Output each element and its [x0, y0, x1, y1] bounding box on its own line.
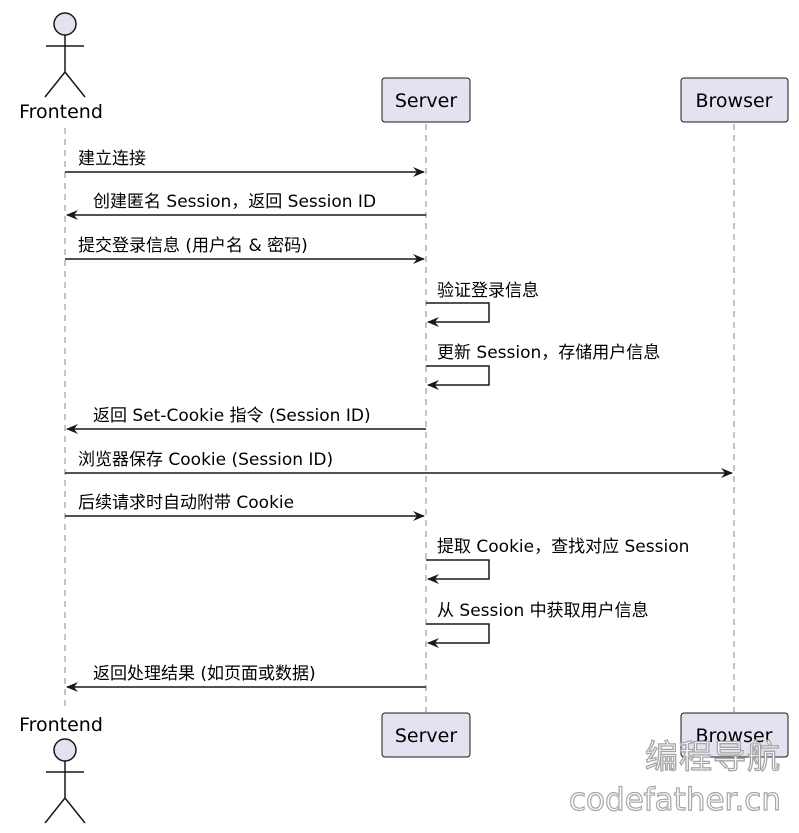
participant-server-bottom: Server	[381, 712, 471, 758]
participant-label: Frontend	[19, 101, 103, 123]
message-1: 建立连接	[65, 149, 425, 177]
message-4-self: 验证登录信息	[426, 281, 539, 327]
message-label: 建立连接	[78, 149, 146, 169]
message-11: 返回处理结果 (如页面或数据)	[66, 664, 426, 692]
actor-icon	[44, 12, 86, 98]
message-6: 返回 Set-Cookie 指令 (Session ID)	[66, 406, 426, 434]
participant-box	[381, 712, 471, 758]
message-label: 返回处理结果 (如页面或数据)	[93, 664, 316, 684]
message-8: 后续请求时自动附带 Cookie	[65, 493, 425, 521]
message-10-self: 从 Session 中获取用户信息	[426, 601, 649, 648]
message-arrow	[426, 623, 490, 648]
message-label: 返回 Set-Cookie 指令 (Session ID)	[93, 406, 371, 426]
actor-icon	[44, 738, 86, 824]
participant-browser-bottom: Browser	[680, 712, 789, 758]
participant-browser-top: Browser	[680, 77, 789, 123]
message-arrow	[426, 302, 490, 327]
participant-label: Server	[395, 90, 457, 112]
watermark-line-1: 编程导航	[645, 737, 781, 776]
message-label: 浏览器保存 Cookie (Session ID)	[78, 450, 333, 470]
actor-frontend-top: Frontend	[19, 12, 103, 123]
message-label: 提交登录信息 (用户名 & 密码)	[78, 236, 308, 256]
participant-label: Browser	[696, 90, 773, 112]
message-label: 验证登录信息	[437, 281, 539, 301]
actor-frontend-bottom: Frontend	[19, 714, 103, 824]
message-3: 提交登录信息 (用户名 & 密码)	[65, 236, 425, 264]
message-7: 浏览器保存 Cookie (Session ID)	[65, 450, 733, 478]
message-arrow	[426, 365, 490, 390]
message-label: 提取 Cookie，查找对应 Session	[437, 537, 689, 557]
message-2: 创建匿名 Session，返回 Session ID	[66, 192, 426, 220]
participant-server-top: Server	[381, 77, 471, 123]
message-label: 创建匿名 Session，返回 Session ID	[93, 192, 376, 212]
watermark: 编程导航 codefather.cn	[568, 736, 781, 818]
message-label: 更新 Session，存储用户信息	[437, 343, 660, 363]
message-label: 从 Session 中获取用户信息	[437, 601, 649, 621]
message-label: 后续请求时自动附带 Cookie	[78, 493, 294, 513]
message-5-self: 更新 Session，存储用户信息	[426, 343, 660, 390]
participant-box	[680, 712, 789, 758]
message-arrow	[426, 559, 490, 584]
participant-box	[381, 77, 471, 123]
participant-label: Browser	[696, 725, 773, 747]
participant-label: Frontend	[19, 714, 103, 736]
message-9-self: 提取 Cookie，查找对应 Session	[426, 537, 689, 584]
participant-box	[680, 77, 789, 123]
participant-label: Server	[395, 725, 457, 747]
watermark-line-2: codefather.cn	[569, 782, 781, 818]
